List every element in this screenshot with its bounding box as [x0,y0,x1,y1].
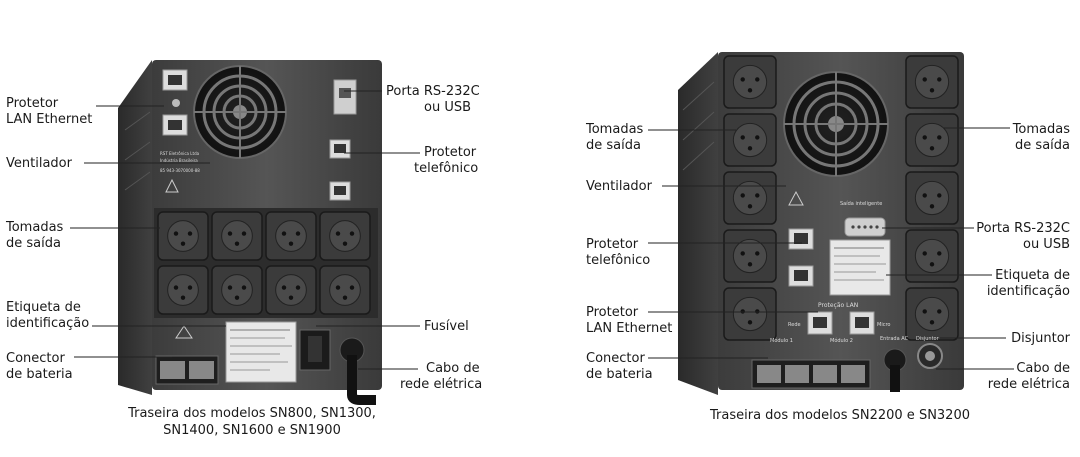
right-micro-label: Micro [877,322,890,328]
label-right-outlets-left: Tomadas de saída [586,122,643,154]
label-left-id-line1: Etiqueta de [6,300,81,315]
label-left-battery: Conector de bateria [6,351,73,383]
label-left-outlets-line2: de saída [6,236,61,251]
label-right-battery: Conector de bateria [586,351,653,383]
label-left-power-line1: Cabo de [426,361,480,376]
label-right-fan: Ventilador [586,179,652,195]
label-right-power-line1: Cabo de [1016,361,1070,376]
right-entrada-label: Entrada AC [880,336,909,342]
label-right-lan-line2: LAN Ethernet [586,321,673,336]
label-left-outlets: Tomadas de saída [6,220,63,252]
label-left-lan: Protetor LAN Ethernet [6,96,92,128]
right-disjuntor-label: Disjuntor [916,336,940,342]
label-right-phone-line1: Protetor [586,237,639,252]
right-modulo1-label: Módulo 1 [770,337,793,344]
svg-text:RST Eletrônica Ltda: RST Eletrônica Ltda [160,151,200,156]
label-left-power-cable: Cabo de rede elétrica [400,361,482,393]
right-rede-label: Rede [788,322,801,328]
label-right-outlets-left-line2: de saída [586,138,641,153]
svg-text:85 943-3070000-88: 85 943-3070000-88 [160,168,200,173]
label-right-power-line2: rede elétrica [987,377,1070,392]
caption-right: Traseira dos modelos SN2200 e SN3200 [700,407,980,424]
left-power-cable [347,355,376,405]
label-right-outlets-right-line2: de saída [1015,138,1070,153]
label-left-port-line2: ou USB [424,100,472,115]
label-left-phone-line1: Protetor [424,145,477,160]
label-right-outlets-right-line1: Tomadas [1012,122,1070,137]
label-left-fuse-line1: Fusível [424,319,469,334]
callout-lines [70,90,1014,370]
svg-text:Indústria Brasileira: Indústria Brasileira [160,158,198,163]
label-left-battery-line1: Conector [6,351,65,366]
label-right-breaker-line1: Disjuntor [1011,331,1070,346]
label-right-port-line2: ou USB [1022,237,1070,252]
label-right-phone-line2: telefônico [586,253,651,268]
label-right-port-line1: Porta RS-232C [976,221,1070,236]
caption-left-line1: Traseira dos modelos SN800, SN1300, [128,406,376,421]
label-right-outlets-right: Tomadas de saída [1013,122,1070,154]
label-right-power-cable: Cabo de rede elétrica [988,361,1070,393]
right-modulo2-label: Módulo 2 [830,337,853,344]
right-id-label [829,239,891,296]
label-right-id-line1: Etiqueta de [995,268,1070,283]
label-left-lan-line1: Protetor [6,96,59,111]
label-left-fan: Ventilador [6,156,72,172]
label-left-id: Etiqueta de identificação [6,300,89,332]
right-fan-icon [783,71,889,177]
right-outlets-right-column [905,55,959,341]
label-right-lan: Protetor LAN Ethernet [586,305,672,337]
right-lan-title: Proteção LAN [818,302,858,309]
label-left-port: Porta RS-232C ou USB [386,84,480,116]
label-left-lan-line2: LAN Ethernet [6,112,93,127]
label-right-id: Etiqueta de identificação [987,268,1070,300]
left-fan-icon [193,65,287,159]
right-unit-side [678,52,718,395]
caption-left-line2: SN1400, SN1600 e SN1900 [163,423,341,438]
label-left-fuse: Fusível [424,319,469,335]
label-right-battery-line2: de bateria [586,367,653,382]
left-outlets-group [157,211,371,315]
left-ups-unit: RST Eletrônica Ltda Indústria Brasileira… [118,60,382,405]
label-left-id-line2: identificação [6,316,90,331]
label-left-phone-line2: telefônico [414,161,479,176]
label-left-outlets-line1: Tomadas [6,220,64,235]
label-left-fan-line1: Ventilador [6,156,72,171]
caption-left: Traseira dos modelos SN800, SN1300, SN14… [122,405,382,439]
label-right-breaker: Disjuntor [1011,331,1070,347]
left-id-label [225,321,297,383]
label-right-outlets-left-line1: Tomadas [586,122,644,137]
right-serial-label: Saída inteligente [840,200,882,207]
right-ups-unit: Saída inteligente Proteção LAN Rede Micr… [678,52,964,395]
label-left-phone: Protetor telefônico [414,145,478,177]
label-left-battery-line2: de bateria [6,367,73,382]
label-left-port-line1: Porta RS-232C [386,84,480,99]
label-left-power-line2: rede elétrica [400,377,483,392]
right-unit-back-panel [718,52,964,390]
label-right-fan-line1: Ventilador [586,179,652,194]
label-right-phone: Protetor telefônico [586,237,650,269]
label-right-battery-line1: Conector [586,351,645,366]
label-right-lan-line1: Protetor [586,305,639,320]
label-right-port: Porta RS-232C ou USB [976,221,1070,253]
label-right-id-line2: identificação [986,284,1070,299]
right-outlets-left-column [723,55,777,341]
caption-right-line1: Traseira dos modelos SN2200 e SN3200 [710,408,970,423]
